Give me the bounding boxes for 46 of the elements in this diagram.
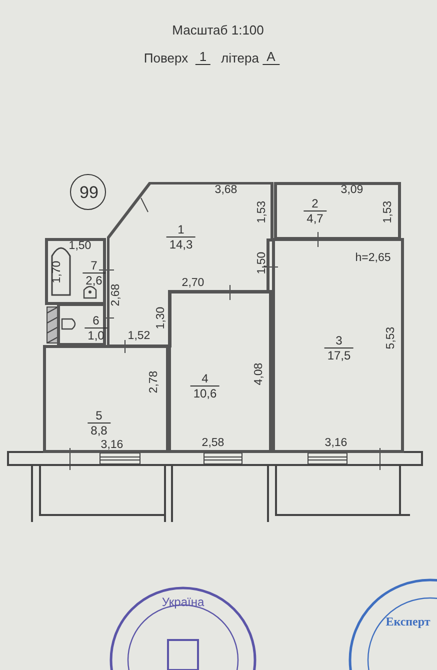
dimension-label: 3,09 bbox=[340, 184, 364, 196]
letter-label: літера bbox=[221, 50, 259, 66]
dimension-label: 4,08 bbox=[253, 362, 265, 386]
room-area: 8,8 bbox=[88, 424, 110, 438]
room-number: 6 bbox=[84, 314, 108, 328]
dimension-label: 2,58 bbox=[202, 437, 224, 449]
dimension-label: 3,16 bbox=[100, 439, 124, 451]
room-outline bbox=[168, 290, 272, 453]
dimension-label: 2,68 bbox=[110, 284, 122, 306]
room-number: 1 bbox=[166, 222, 196, 238]
room-area: 2,6 bbox=[82, 274, 106, 288]
room-number: 4 bbox=[190, 372, 220, 386]
letter-value: А bbox=[262, 49, 280, 65]
dimension-label: 1,30 bbox=[155, 306, 167, 330]
room-number-circle bbox=[70, 174, 106, 210]
room-area: 17,5 bbox=[324, 348, 354, 362]
dimension-label: 1,52 bbox=[128, 330, 150, 342]
dimension-label: 1,53 bbox=[256, 200, 268, 224]
floor-number: 1 bbox=[195, 49, 211, 65]
dimension-label: 2,78 bbox=[148, 370, 160, 394]
scale-heading: Масштаб 1:100 bbox=[172, 22, 264, 38]
room-outline bbox=[43, 345, 169, 453]
room-outline bbox=[57, 303, 106, 346]
room-number: 3 bbox=[324, 334, 354, 348]
room-area: 4,7 bbox=[304, 212, 326, 226]
room-outline bbox=[272, 238, 404, 453]
room-outline bbox=[107, 182, 274, 349]
dimension-label: 1,53 bbox=[382, 200, 394, 224]
room-number: 2 bbox=[304, 196, 326, 212]
plan-number: 99 bbox=[78, 186, 100, 200]
dimension-label: 3,68 bbox=[214, 184, 238, 196]
room-outline bbox=[45, 238, 106, 305]
ceiling-height-label: h=2,65 bbox=[355, 252, 391, 264]
dimension-label: 5,53 bbox=[385, 326, 397, 350]
room-number: 5 bbox=[88, 408, 110, 424]
room-area: 10,6 bbox=[190, 386, 220, 400]
room-outline bbox=[274, 182, 401, 240]
room-area: 14,3 bbox=[166, 238, 196, 252]
dimension-label: 1,70 bbox=[51, 260, 63, 284]
floor-label: Поверх bbox=[144, 50, 188, 66]
dimension-label: 2,70 bbox=[182, 277, 204, 289]
stamp-text: Експерт bbox=[386, 614, 430, 630]
room-number: 7 bbox=[82, 258, 106, 274]
dimension-label: 1,50 bbox=[68, 240, 92, 252]
dimension-label: 1,50 bbox=[256, 252, 268, 274]
dimension-label: 3,16 bbox=[324, 437, 348, 449]
